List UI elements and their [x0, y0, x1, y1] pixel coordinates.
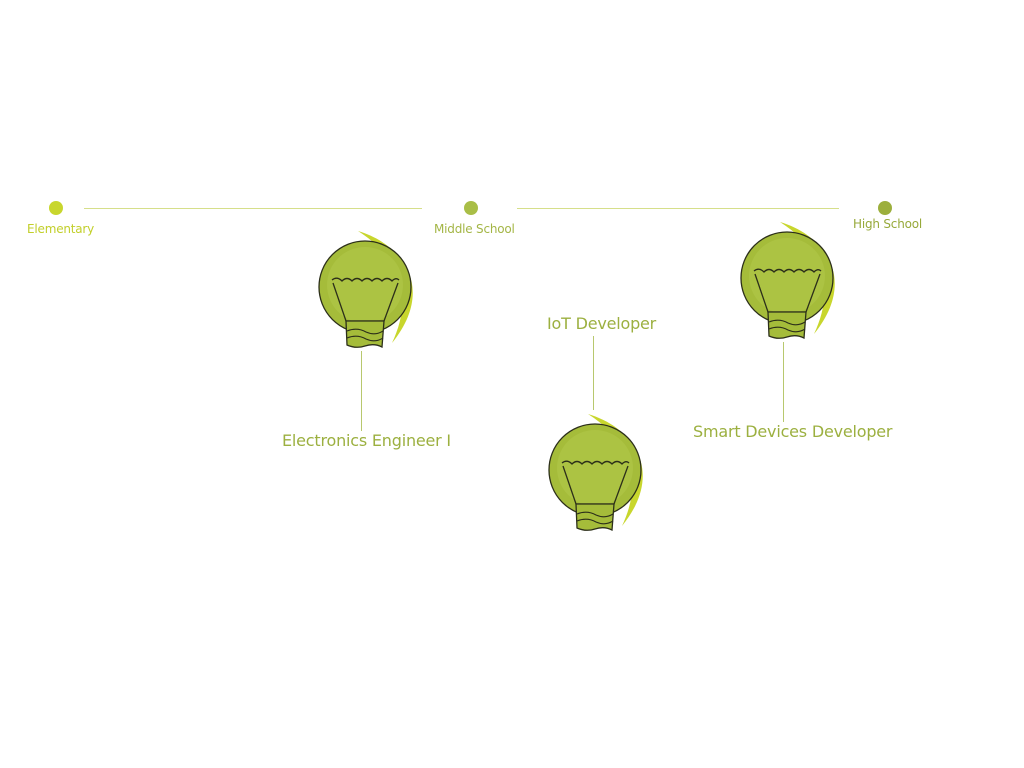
timeline-segment [517, 208, 839, 209]
timeline-node-middle-school [464, 201, 478, 215]
stage-label-middle-school: Middle School [434, 222, 515, 236]
lightbulb-icon [548, 414, 643, 532]
career-connector [593, 336, 594, 410]
career-connector [361, 351, 362, 431]
lightbulb-icon [318, 231, 413, 349]
career-label-electronics-engineer: Electronics Engineer I [282, 431, 451, 450]
stage-label-elementary: Elementary [27, 222, 95, 236]
timeline-node-elementary [49, 201, 63, 215]
lightbulb-icon [740, 222, 835, 340]
timeline-segment [84, 208, 422, 209]
career-connector [783, 342, 784, 422]
stage-label-high-school: High School [853, 217, 923, 231]
career-label-iot-developer: IoT Developer [547, 314, 657, 333]
career-label-smart-devices-developer: Smart Devices Developer [693, 422, 893, 441]
timeline-node-high-school [878, 201, 892, 215]
